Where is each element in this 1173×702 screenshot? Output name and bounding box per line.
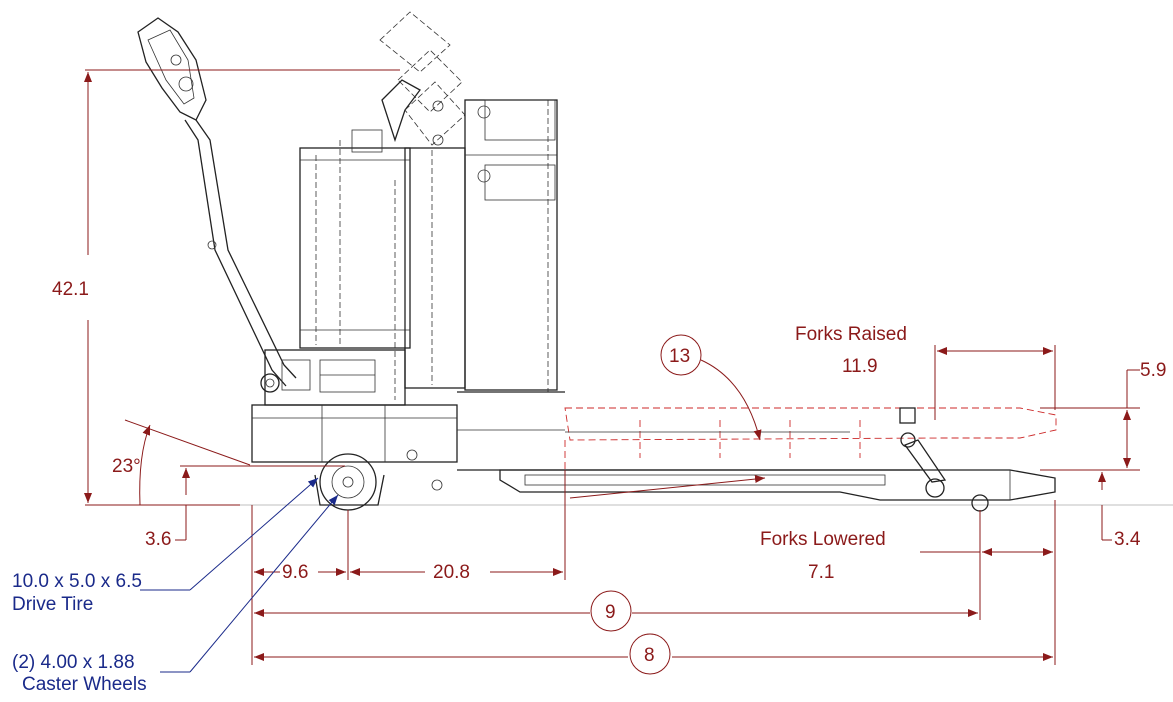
forks-lowered (499, 469, 1056, 512)
forks-lowered-label: Forks Lowered (760, 529, 886, 550)
dim-raise-height (1040, 369, 1140, 471)
callout-8-label: 8 (644, 645, 655, 666)
callout-9-label: 9 (605, 602, 616, 623)
truck-body (137, 11, 920, 491)
lowered-height-label: 3.4 (1114, 529, 1141, 550)
caster-label: Caster Wheels (22, 674, 147, 695)
dim-drive-tire-offset (251, 470, 566, 665)
callout-13-label: 13 (669, 346, 690, 367)
forks-raised (564, 407, 1057, 483)
dim-forks-lowered (920, 500, 1056, 665)
raise-height-label: 5.9 (1140, 360, 1166, 381)
dim-length-9 (254, 590, 978, 632)
drive-tire-leader (140, 477, 319, 591)
dim-forks-raised (934, 345, 1056, 420)
dim-length-8 (254, 633, 1053, 675)
forks-raised-label: Forks Raised (795, 324, 907, 345)
wheelbase-label: 20.8 (433, 562, 470, 583)
drive-tire-offset-label: 9.6 (282, 562, 308, 583)
height-overall-label: 42.1 (52, 279, 89, 300)
dim-departure-angle (124, 419, 345, 506)
dim-overall-height (84, 69, 400, 506)
dim-ground-clearance (175, 468, 190, 541)
drive-tire-label: Drive Tire (12, 594, 93, 615)
dim-lowered-height (1098, 472, 1112, 541)
caster-leader (160, 494, 339, 673)
callout-13-circle (660, 334, 702, 376)
angle-label: 23° (112, 456, 141, 477)
ground-clearance-label: 3.6 (145, 529, 171, 550)
caster-size: (2) 4.00 x 1.88 (12, 652, 135, 673)
drive-tire-size: 10.0 x 5.0 x 6.5 (12, 571, 142, 592)
forks-raised-value: 11.9 (842, 356, 878, 377)
forks-lowered-value: 7.1 (808, 562, 834, 583)
